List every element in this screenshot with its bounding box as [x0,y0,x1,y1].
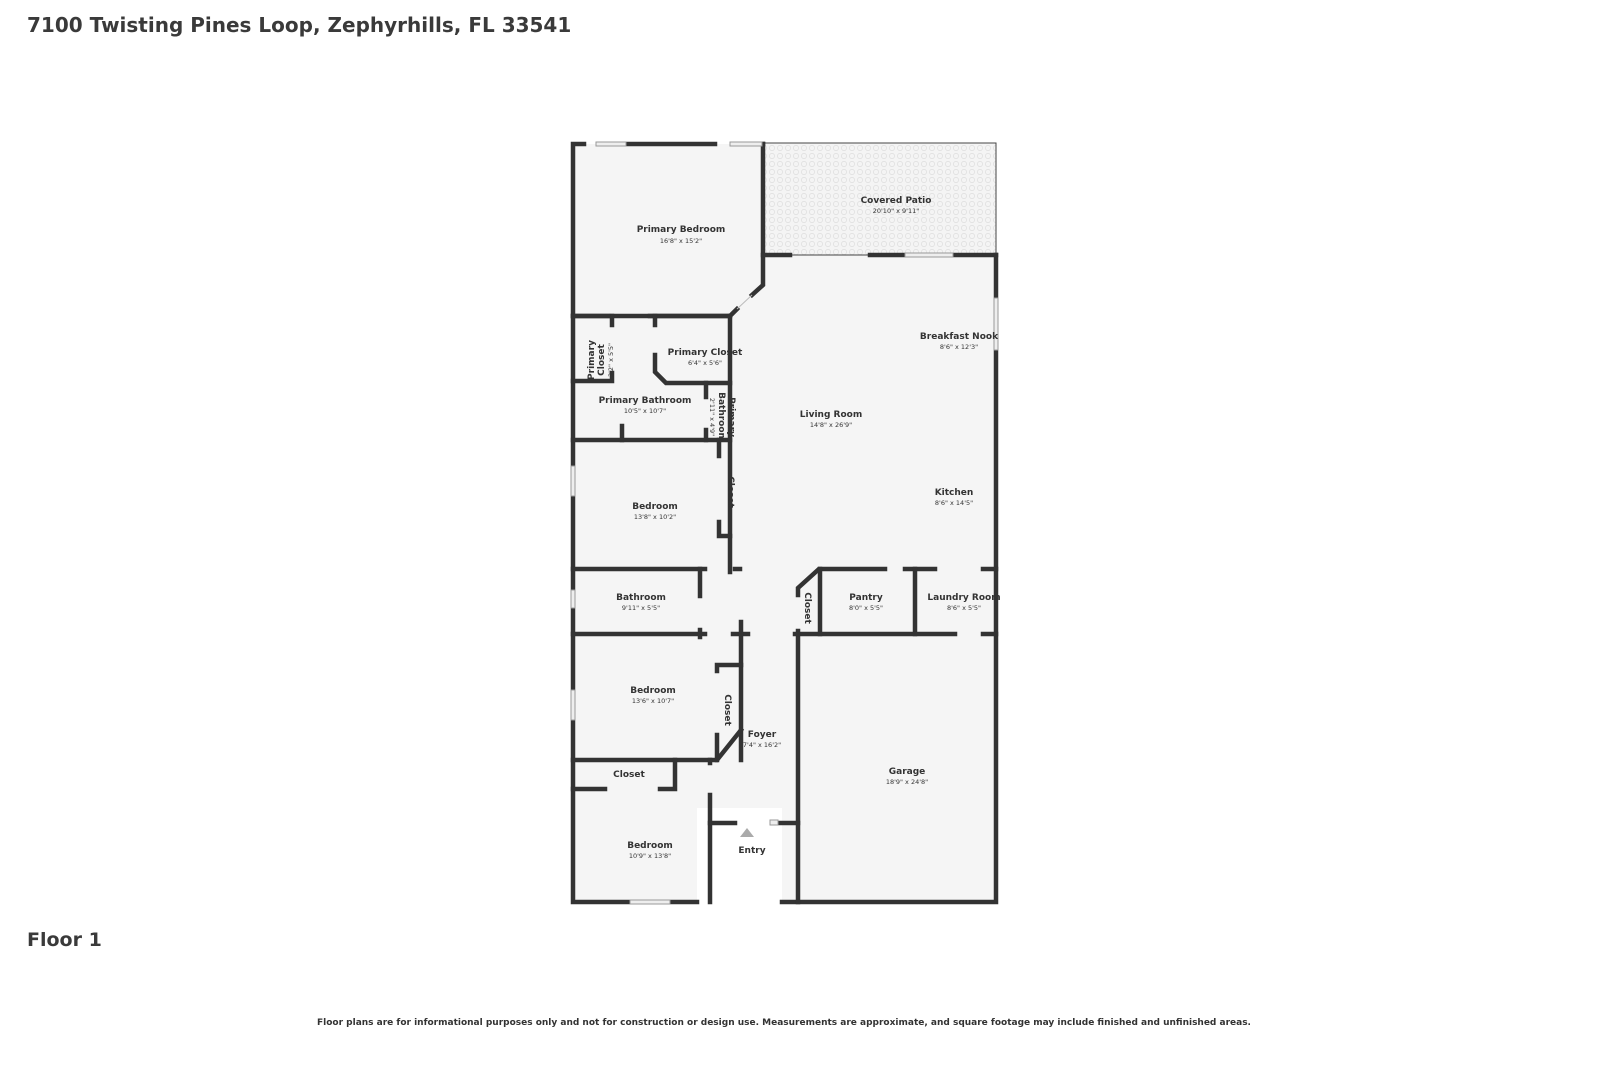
svg-text:Garage: Garage [889,767,926,777]
svg-text:18'9" x 24'8": 18'9" x 24'8" [886,778,928,786]
svg-text:Bedroom: Bedroom [627,841,673,851]
svg-text:6'4" x 5'6": 6'4" x 5'6" [688,359,722,367]
svg-text:7'4" x 16'2": 7'4" x 16'2" [743,741,781,749]
room-closet-1: Closet [725,476,735,508]
svg-text:10'9" x 13'8": 10'9" x 13'8" [629,852,671,860]
svg-text:Breakfast Nook: Breakfast Nook [920,332,999,342]
svg-text:Closet: Closet [613,770,645,780]
svg-text:Kitchen: Kitchen [935,488,974,498]
address-title: 7100 Twisting Pines Loop, Zephyrhills, F… [27,13,572,37]
floor-label: Floor 1 [27,929,102,951]
svg-text:10'5" x 10'7": 10'5" x 10'7" [624,407,666,415]
svg-text:8'6" x 14'5": 8'6" x 14'5" [935,499,973,507]
svg-text:Covered Patio: Covered Patio [861,196,932,206]
svg-text:16'8" x 15'2": 16'8" x 15'2" [660,237,702,245]
svg-text:13'8" x 10'2": 13'8" x 10'2" [634,513,676,521]
svg-text:Living Room: Living Room [800,410,862,420]
svg-text:8'0" x 5'5": 8'0" x 5'5" [849,604,883,612]
svg-text:Entry: Entry [738,846,765,856]
svg-text:Bedroom: Bedroom [630,686,676,696]
room-closet-2: Closet [802,592,812,624]
svg-text:9'11" x 5'5": 9'11" x 5'5" [622,604,660,612]
svg-text:2'11" x 4'9": 2'11" x 4'9" [708,398,716,436]
svg-text:20'10" x 9'11": 20'10" x 9'11" [873,207,919,215]
disclaimer: Floor plans are for informational purpos… [317,1018,1251,1028]
svg-text:Foyer: Foyer [748,730,777,740]
svg-text:Primary Bedroom: Primary Bedroom [637,225,726,235]
svg-text:Bedroom: Bedroom [632,502,678,512]
svg-text:Primary Bathroom: Primary Bathroom [599,396,692,406]
svg-text:Laundry Room: Laundry Room [927,593,1000,603]
room-closet-3: Closet [722,694,732,726]
svg-text:13'6" x 10'7": 13'6" x 10'7" [632,697,674,705]
svg-text:Primary: Primary [726,397,736,437]
svg-text:3'2" x 5'5": 3'2" x 5'5" [607,343,615,377]
svg-text:Bathroom: Bathroom [616,593,666,603]
svg-text:Primary Closet: Primary Closet [668,348,743,358]
svg-text:Pantry: Pantry [849,593,883,603]
svg-text:8'6" x 5'5": 8'6" x 5'5" [947,604,981,612]
room-entry: Entry [738,846,765,856]
svg-text:Primary: Primary [587,340,597,380]
windows [570,141,999,905]
svg-text:Closet: Closet [802,592,812,624]
interior-floor [573,144,996,902]
svg-text:14'8" x 26'9": 14'8" x 26'9" [810,421,852,429]
room-closet-4: Closet [613,770,645,780]
svg-text:Closet: Closet [722,694,732,726]
svg-text:8'6" x 12'3": 8'6" x 12'3" [940,343,978,351]
svg-text:Closet: Closet [597,343,607,375]
room-primary-bedroom: Primary Bedroom 16'8" x 15'2" [637,225,726,245]
svg-text:Closet: Closet [725,476,735,508]
svg-text:Bathroom: Bathroom [716,392,726,442]
entry-arrow-icon [740,828,754,837]
